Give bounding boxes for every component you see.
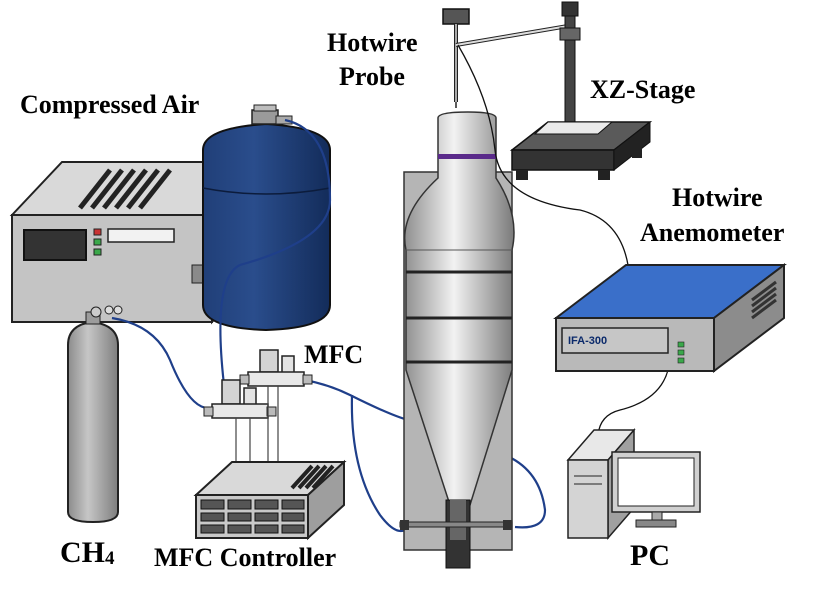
signal-wires [457, 44, 669, 436]
pc-tower [567, 459, 609, 539]
nozzle-band [438, 154, 496, 159]
label-hotwire-probe-line1: Hotwire [327, 28, 418, 57]
compressor-vents [78, 168, 172, 210]
compressor-led-green-2 [93, 248, 102, 256]
label-ch4-base: CH [60, 536, 105, 569]
label-xz-stage: XZ-Stage [590, 75, 696, 104]
anemometer-display [561, 327, 669, 354]
xz-stage [509, 1, 653, 180]
mfc-signal-cables [235, 386, 279, 470]
hotwire-anemometer: IFA-300 [553, 262, 787, 374]
compressor-led-green-1 [93, 238, 102, 246]
compressor-led-red [93, 228, 102, 236]
label-hotwire-anemometer-line2: Anemometer [640, 218, 785, 247]
pc-monitor-screen [617, 457, 695, 507]
burner-nozzle-assembly [399, 111, 515, 569]
traverse-arm [455, 24, 569, 47]
label-mfc: MFC [304, 340, 364, 369]
ch4-gas-cylinder [67, 305, 123, 524]
cylinder-valve-knob [90, 306, 102, 318]
label-ch4: CH4 [60, 536, 115, 569]
mfc-upper [239, 349, 313, 387]
label-compressed-air: Compressed Air [20, 90, 200, 119]
air-compressor [9, 159, 265, 325]
tank-valve-cap [253, 104, 277, 112]
label-ch4-subscript: 4 [105, 548, 115, 569]
tank-valve [251, 109, 279, 125]
compressed-air-tank [202, 104, 331, 332]
compressor-display [23, 229, 87, 261]
hotwire-probe [442, 8, 470, 108]
label-hotwire-probe-line2: Probe [339, 62, 405, 91]
mfc-controller-box [193, 459, 347, 541]
controller-front-panels [200, 499, 305, 534]
label-pc: PC [630, 539, 670, 572]
compressor-panel-slot [107, 228, 175, 243]
label-hotwire-anemometer-line1: Hotwire [672, 183, 763, 212]
nozzle-rings [406, 270, 512, 364]
mfc-lower [203, 379, 277, 419]
anemometer-display-text: IFA-300 [568, 335, 607, 347]
label-mfc-controller: MFC Controller [154, 543, 337, 572]
pc-computer [566, 427, 701, 541]
